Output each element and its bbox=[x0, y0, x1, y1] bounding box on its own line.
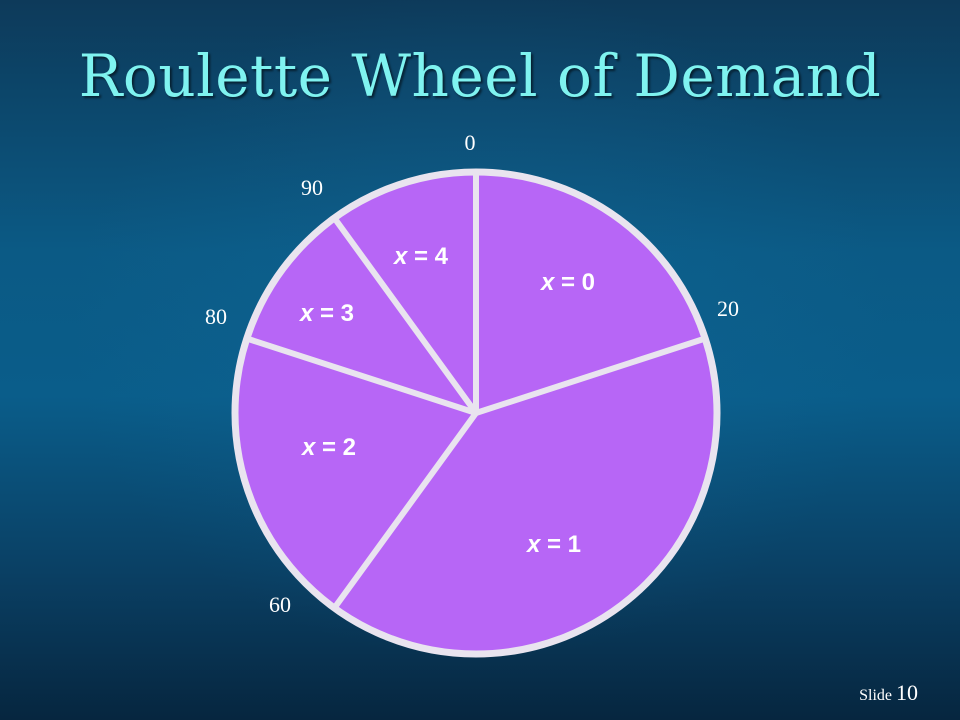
tick-labels: 0 20 60 80 90 bbox=[205, 130, 739, 617]
tick-label: 80 bbox=[205, 304, 227, 329]
slice-divider bbox=[331, 410, 479, 611]
slice-label: x = 2 bbox=[300, 434, 356, 461]
pie-slices bbox=[235, 172, 717, 654]
wheel-rim bbox=[231, 168, 721, 658]
tick-label: 20 bbox=[717, 296, 739, 321]
slide-footer: Slide 10 bbox=[859, 680, 918, 706]
pie-slice bbox=[334, 338, 717, 654]
tick-label: 0 bbox=[465, 130, 476, 155]
slide-footer-label: Slide bbox=[859, 687, 892, 704]
slice-label: x = 1 bbox=[525, 531, 581, 558]
slice-label: x = 4 bbox=[392, 243, 449, 270]
slice-divider bbox=[331, 215, 479, 416]
slice-divider bbox=[473, 335, 709, 416]
pie-slice bbox=[334, 172, 476, 413]
slice-label: x = 3 bbox=[298, 300, 354, 327]
pie-slice bbox=[235, 338, 476, 608]
slice-dividers bbox=[243, 169, 709, 611]
slice-labels: x = 0 x = 1 x = 2 x = 3 x = 4 bbox=[298, 243, 595, 558]
pie-slice bbox=[246, 218, 476, 413]
slide-number: 10 bbox=[896, 680, 918, 705]
tick-label: 60 bbox=[269, 592, 291, 617]
slice-divider bbox=[243, 335, 479, 416]
tick-label: 90 bbox=[301, 175, 323, 200]
slice-label: x = 0 bbox=[539, 269, 595, 296]
pie-slice bbox=[476, 172, 706, 413]
slide-title: Roulette Wheel of Demand bbox=[78, 42, 882, 110]
